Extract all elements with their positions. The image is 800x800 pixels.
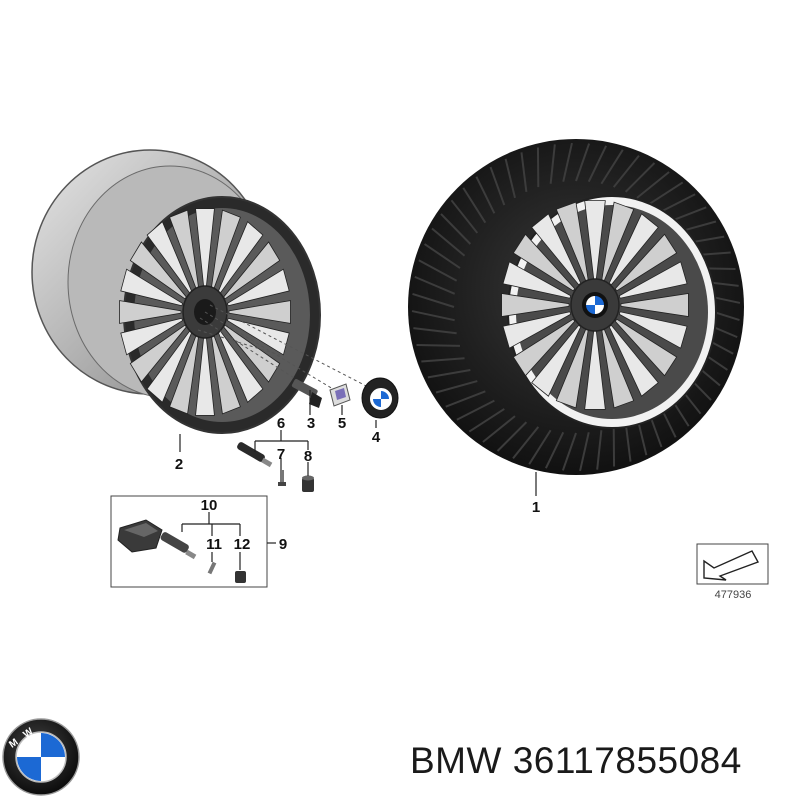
tpms-valve-cap bbox=[235, 571, 246, 583]
leader-lines bbox=[179, 434, 537, 496]
callout-4: 4 bbox=[372, 429, 381, 446]
rim-illustration bbox=[31, 149, 321, 434]
tpms-kit-box bbox=[110, 495, 276, 588]
callout-12: 12 bbox=[234, 536, 251, 553]
wheel-spokes bbox=[501, 200, 689, 410]
tpms-valve-core bbox=[207, 561, 217, 575]
valve-stem bbox=[237, 442, 273, 468]
part-caption: BMW 36117855084 bbox=[410, 736, 794, 786]
callout-6: 6 bbox=[277, 415, 285, 432]
callout-9: 9 bbox=[279, 536, 287, 553]
callout-2: 2 bbox=[175, 456, 183, 473]
rim-spokes bbox=[119, 208, 291, 416]
tpms-sensor bbox=[117, 519, 197, 560]
callout-10: 10 bbox=[201, 497, 218, 514]
wheel-bolt bbox=[291, 379, 322, 408]
wheel-center-logo bbox=[582, 292, 608, 318]
caption-brand: BMW bbox=[410, 740, 502, 781]
valve-cap bbox=[302, 475, 314, 492]
assembly-lines bbox=[197, 304, 371, 393]
reference-number: 477936 bbox=[715, 589, 752, 601]
callout-8: 8 bbox=[304, 448, 312, 465]
bmw-logo: BMW bbox=[0, 718, 80, 796]
callout-5: 5 bbox=[338, 415, 346, 432]
hub-cap bbox=[361, 377, 399, 419]
valve-core bbox=[278, 470, 286, 486]
bracket-6-7-8 bbox=[254, 390, 377, 476]
caption-part-number: 36117855084 bbox=[512, 740, 742, 781]
callout-7: 7 bbox=[277, 446, 285, 463]
callout-3: 3 bbox=[307, 415, 315, 432]
tire-wheel-illustration bbox=[408, 139, 744, 475]
callout-11: 11 bbox=[206, 536, 222, 553]
emblem-plate bbox=[329, 383, 351, 407]
reference-graphic bbox=[696, 543, 769, 585]
callout-1: 1 bbox=[532, 499, 540, 516]
